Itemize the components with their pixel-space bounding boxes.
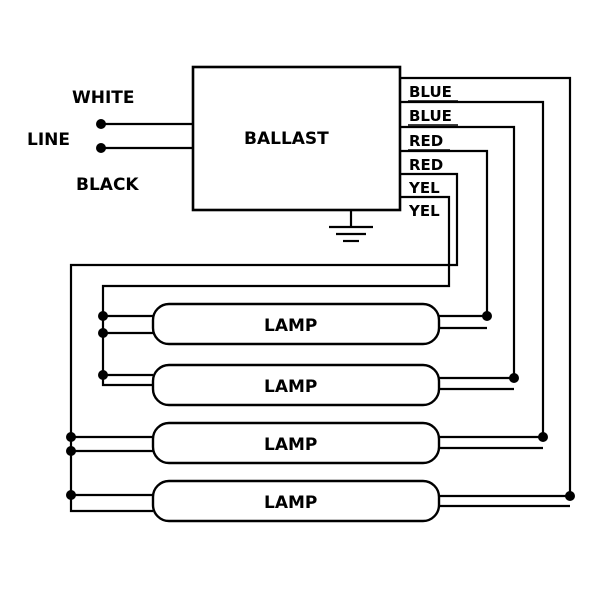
wiring [69,76,572,513]
wire-label-blue-2: BLUE [409,107,452,125]
lamp-3: LAMP [151,421,441,465]
black-wire-label: BLACK [76,175,139,195]
lamp-tube [151,479,441,523]
red-wire-2 [400,149,489,318]
wire-label-blue-1: BLUE [409,83,452,101]
junction-dot [565,491,575,501]
lamp-label: LAMP [264,493,317,513]
junction-dot [66,432,76,442]
lamp-1: LAMP [151,302,441,346]
line-input: WHITE LINE BLACK [27,88,193,195]
junction-dot [509,373,519,383]
lamp-tube [151,421,441,465]
junction-dot [98,328,108,338]
wire-label-red-1: RED [409,132,443,150]
lamp-4: LAMP [151,479,441,523]
lamp-label: LAMP [264,377,317,397]
junctions [66,311,575,501]
junction-dot [482,311,492,321]
white-wire-label: WHITE [72,88,135,108]
yellow-wire-1 [69,172,459,513]
lamp-label: LAMP [264,435,317,455]
junction-dot [98,311,108,321]
blue-wire-1 [400,76,572,498]
junction-dot [66,490,76,500]
wire-label-yel-2: YEL [408,202,440,220]
yellow-wire-2 [101,195,451,387]
blue-wire-2 [400,100,545,439]
wire-label-yel-1: YEL [408,179,440,197]
ground-icon [329,210,373,243]
line-label: LINE [27,130,70,150]
ballast-label: BALLAST [244,129,329,149]
ballast: BALLAST [191,65,402,212]
ballast-box [191,65,402,212]
lamp-label: LAMP [264,316,317,336]
junction-dot [538,432,548,442]
red-wire-1 [400,125,516,380]
lamp-tube [151,302,441,346]
junction-dot [66,446,76,456]
wire-label-red-2: RED [409,156,443,174]
junction-dot [98,370,108,380]
lamp-2: LAMP [151,363,441,407]
